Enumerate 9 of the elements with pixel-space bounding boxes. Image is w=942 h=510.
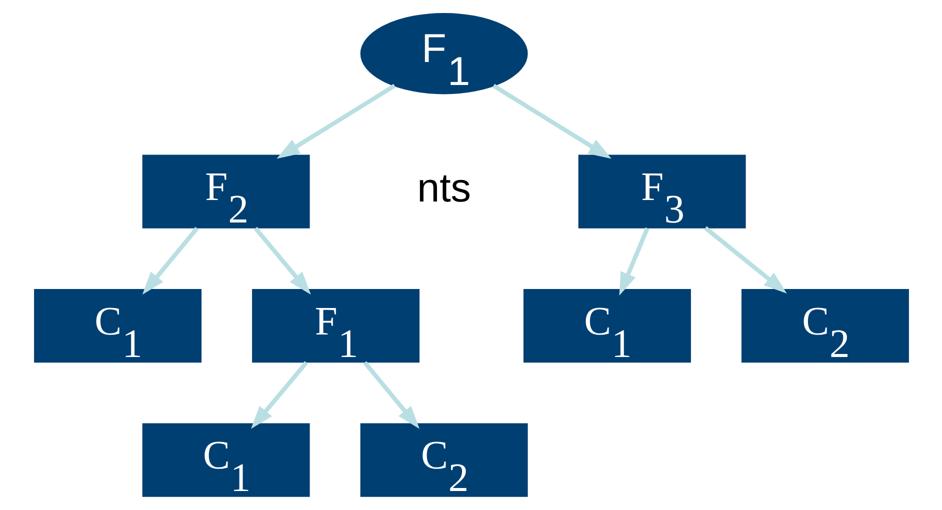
arrow [253, 226, 310, 295]
label: nts [416, 164, 471, 211]
arrow [618, 227, 649, 296]
arrow [362, 361, 420, 429]
arrow [704, 226, 786, 294]
arrow [142, 226, 198, 295]
arrow [276, 84, 396, 159]
arrow [492, 84, 611, 159]
arrow [250, 361, 308, 429]
